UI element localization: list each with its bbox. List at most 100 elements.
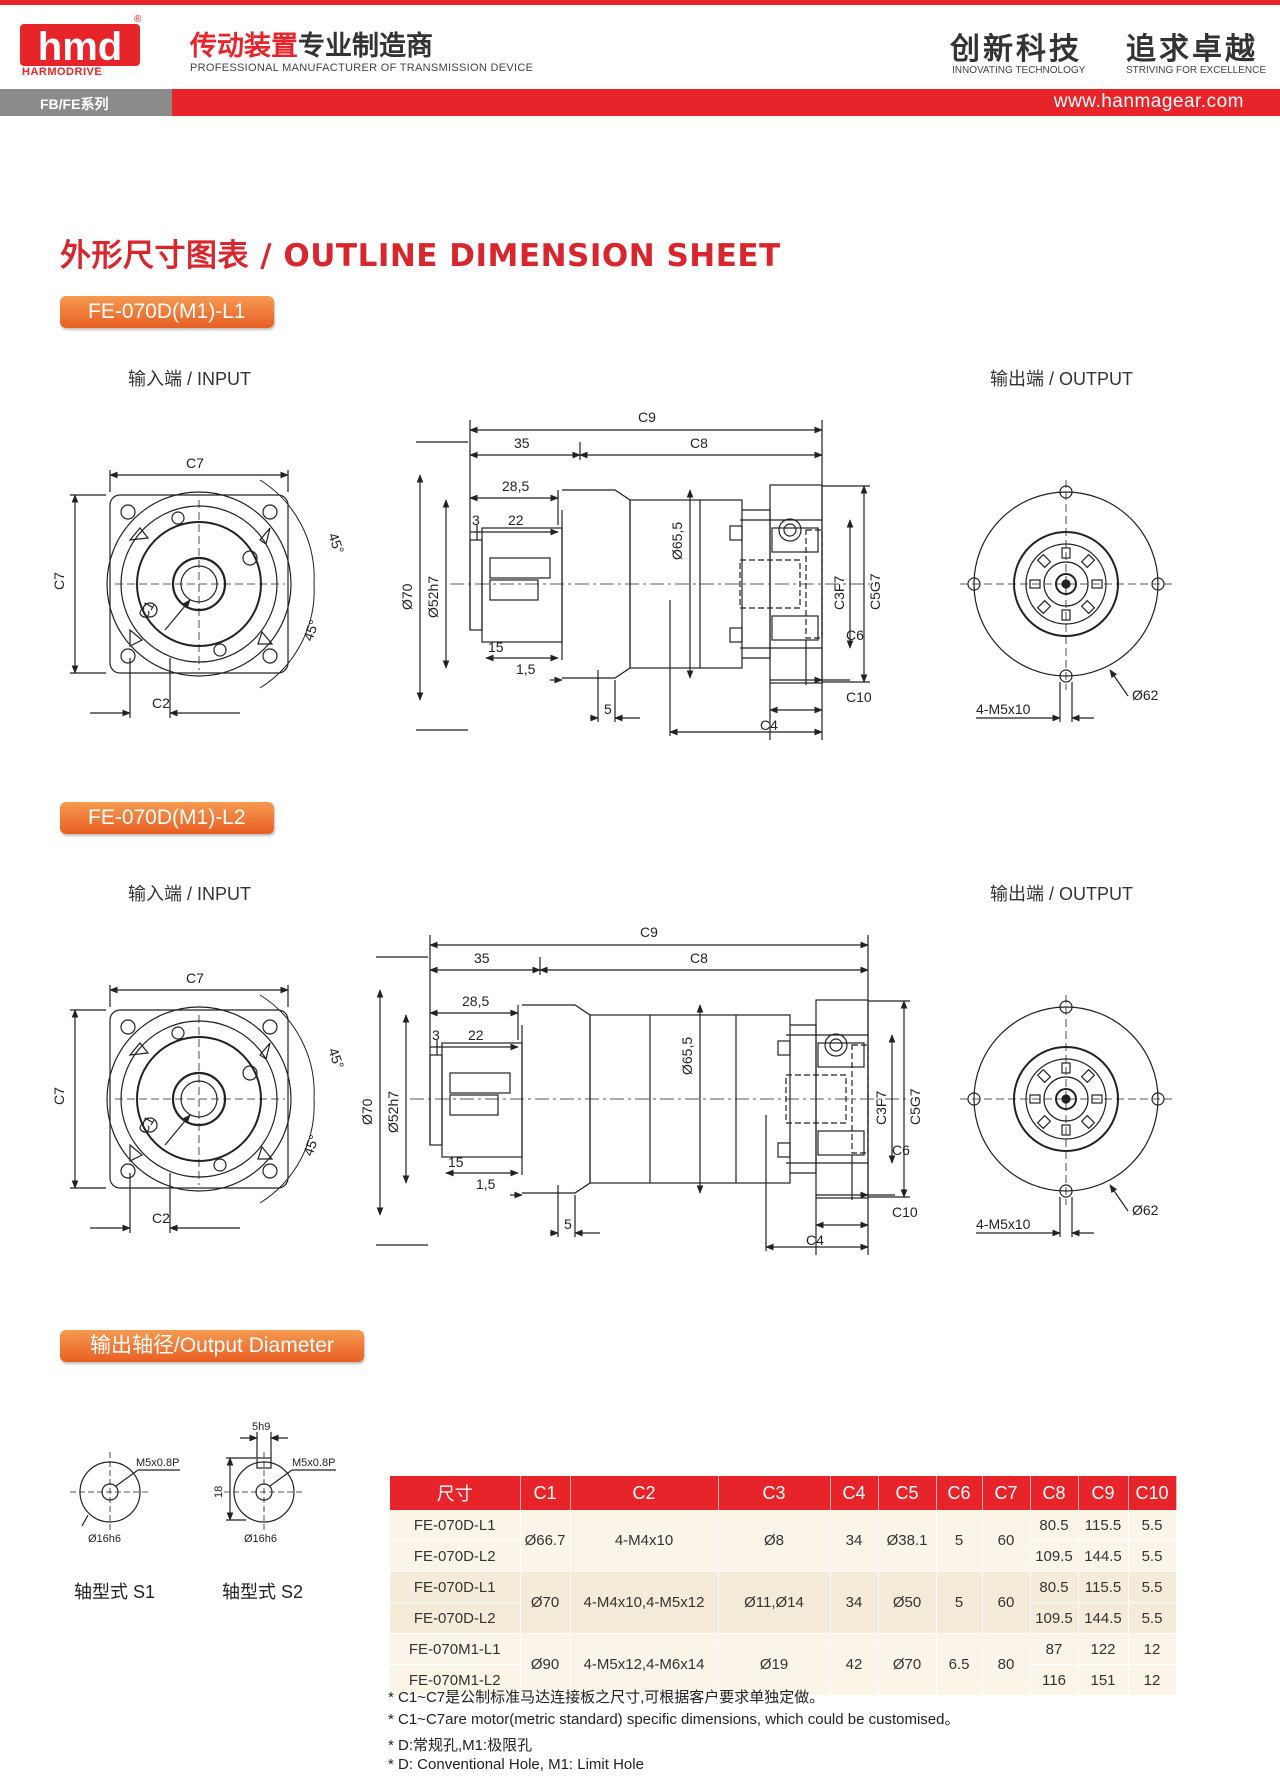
th-c1: C1 xyxy=(520,1476,571,1510)
l2-c8: C8 xyxy=(690,950,708,966)
l1-c10: C10 xyxy=(846,689,872,705)
l2-c1: C1 xyxy=(135,1113,158,1137)
cell-c2: 4-M4x10 xyxy=(570,1510,719,1572)
table-row: FE-070D-L1 Ø66.7 4-M4x10 Ø8 34 Ø38.1 5 6… xyxy=(390,1510,1177,1572)
cell-c10: 5.5 xyxy=(1128,1571,1177,1603)
cell-c8: 80.5 xyxy=(1030,1510,1079,1541)
shaft-s2 xyxy=(224,1432,336,1532)
l2-phi52: Ø52h7 xyxy=(385,1091,401,1133)
cell-c8: 116 xyxy=(1030,1664,1079,1696)
table-row: FE-070D-L2 109.5 144.5 5.5 xyxy=(390,1540,1177,1572)
l2-input-label: 输入端 / INPUT xyxy=(128,884,252,904)
l1-d3: 3 xyxy=(472,512,480,528)
l2-d3: 3 xyxy=(432,1027,440,1043)
note-4: * D: Conventional Hole, M1: Limit Hole xyxy=(388,1756,644,1773)
l2-c7-left: C7 xyxy=(51,1087,67,1105)
cell-c7: 60 xyxy=(982,1510,1031,1572)
l2-side-view xyxy=(376,935,910,1255)
l1-c5: C5G7 xyxy=(867,573,883,610)
series-label: FB/FE系列 xyxy=(40,96,109,112)
l1-input-view xyxy=(70,470,315,718)
l1-output-view xyxy=(960,480,1172,722)
model-l1-pill: FE-070D(M1)-L1 xyxy=(60,296,274,328)
l2-a45-top: 45° xyxy=(325,1046,347,1071)
cell-c8: 80.5 xyxy=(1030,1571,1079,1603)
cell-model: FE-070M1-L1 xyxy=(390,1633,521,1665)
cell-model: FE-070M1-L2 xyxy=(390,1664,521,1696)
l2-d15: 15 xyxy=(448,1154,464,1170)
cell-c7: 80 xyxy=(982,1633,1031,1696)
l2-holes: 4-M5x10 xyxy=(976,1216,1031,1232)
shaft-s1-label: 轴型式 S1 xyxy=(74,1582,156,1602)
l1-drawing: C7 C7 C2 C1 45° 45° C9 35 C8 28,5 3 22 1… xyxy=(51,409,1172,740)
l2-c5: C5G7 xyxy=(907,1088,923,1125)
l1-c9: C9 xyxy=(638,409,656,425)
cell-model: FE-070D-L1 xyxy=(390,1510,521,1541)
cell-c9: 115.5 xyxy=(1078,1510,1129,1541)
l1-c3: C3F7 xyxy=(831,576,847,610)
cell-c4: 34 xyxy=(830,1510,879,1572)
cell-c8: 109.5 xyxy=(1030,1602,1079,1634)
top-red-line xyxy=(0,0,1280,5)
cell-model: FE-070D-L1 xyxy=(390,1571,521,1603)
l1-phi62: Ø62 xyxy=(1132,687,1159,703)
l1-a45-bot: 45° xyxy=(300,618,322,643)
l1-c8: C8 xyxy=(690,435,708,451)
l1-holes: 4-M5x10 xyxy=(976,701,1031,717)
slogan-1-cn: 创新科技 xyxy=(950,32,1082,67)
l2-d22: 22 xyxy=(468,1027,484,1043)
l1-c7-top: C7 xyxy=(186,455,204,471)
logo-text: hmd xyxy=(38,25,122,69)
l2-phi70: Ø70 xyxy=(359,1098,375,1125)
cell-c8: 87 xyxy=(1030,1633,1079,1665)
cell-c3: Ø8 xyxy=(718,1510,831,1572)
cell-model: FE-070D-L2 xyxy=(390,1602,521,1634)
l1-a45-top: 45° xyxy=(325,531,347,556)
cell-c5: Ø70 xyxy=(878,1633,937,1696)
l2-output-view xyxy=(960,995,1172,1237)
table-row: FE-070D-L1 Ø70 4-M4x10,4-M5x12 Ø11,Ø14 3… xyxy=(390,1571,1177,1634)
cell-c2: 4-M4x10,4-M5x12 xyxy=(570,1571,719,1634)
cell-c3: Ø19 xyxy=(718,1633,831,1696)
l2-c2: C2 xyxy=(152,1210,170,1226)
l1-output-label: 输出端 / OUTPUT xyxy=(990,369,1133,389)
l1-c7-left: C7 xyxy=(51,572,67,590)
l2-c9: C9 xyxy=(640,924,658,940)
l2-c3: C3F7 xyxy=(873,1091,889,1125)
th-c8: C8 xyxy=(1030,1476,1079,1510)
l2-d35: 35 xyxy=(474,950,490,966)
cell-c6: 5 xyxy=(936,1571,983,1634)
slogan-2-cn: 追求卓越 xyxy=(1126,32,1258,67)
th-size: 尺寸 xyxy=(390,1476,521,1510)
th-c5: C5 xyxy=(878,1476,937,1510)
l1-side-view xyxy=(416,420,870,740)
l1-input-label: 输入端 / INPUT xyxy=(128,369,252,389)
cell-c5: Ø38.1 xyxy=(878,1510,937,1572)
l2-d28: 28,5 xyxy=(462,993,489,1009)
slogan-1-en: INNOVATING TECHNOLOGY xyxy=(952,65,1086,76)
sheet-title: 外形尺寸图表 / OUTLINE DIMENSION SHEET xyxy=(60,238,781,274)
registered-mark: ® xyxy=(134,14,142,25)
th-c9: C9 xyxy=(1078,1476,1129,1510)
l1-d15b: 1,5 xyxy=(516,661,536,677)
th-c3: C3 xyxy=(718,1476,831,1510)
note-1: * C1~C7是公制标准马达连接板之尺寸,可根据客户要求单独定做。 xyxy=(388,1689,825,1706)
l2-input-view xyxy=(70,985,315,1233)
note-2: * C1~C7are motor(metric standard) specif… xyxy=(388,1711,960,1728)
l1-c1: C1 xyxy=(135,598,158,622)
cell-c10: 5.5 xyxy=(1128,1510,1177,1541)
cell-c1: Ø66.7 xyxy=(520,1510,571,1572)
header-band xyxy=(0,89,1280,116)
cell-c9: 144.5 xyxy=(1078,1602,1129,1634)
cell-c6: 5 xyxy=(936,1510,983,1572)
website-link[interactable]: www.hanmagear.com xyxy=(1053,91,1244,112)
slogan-2-en: STRIVING FOR EXCELLENCE xyxy=(1126,65,1267,76)
th-c7: C7 xyxy=(982,1476,1031,1510)
l2-c4: C4 xyxy=(806,1232,824,1248)
tagline-en: PROFESSIONAL MANUFACTURER OF TRANSMISSIO… xyxy=(190,62,534,74)
l2-c6: C6 xyxy=(892,1142,910,1158)
cell-c4: 42 xyxy=(830,1633,879,1696)
note-3: * D:常规孔,M1:极限孔 xyxy=(388,1737,533,1754)
cell-c1: Ø70 xyxy=(520,1571,571,1634)
l2-phi62: Ø62 xyxy=(1132,1202,1159,1218)
